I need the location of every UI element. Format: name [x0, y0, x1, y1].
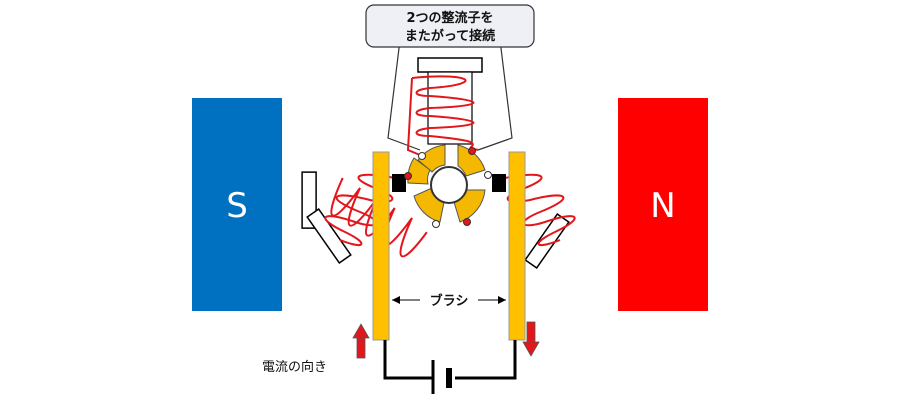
callout-line-2: またがって接続	[405, 28, 495, 44]
right-brush-contact	[492, 174, 506, 192]
shaft	[430, 166, 468, 204]
current-arrow-down	[522, 321, 540, 357]
left-coil-cap	[306, 208, 352, 264]
circuit	[383, 340, 517, 394]
current-direction-label: 電流の向き	[262, 359, 327, 375]
right-coil-cap	[524, 213, 570, 269]
top-coil-cap	[417, 57, 483, 73]
south-pole-label: S	[226, 186, 248, 226]
commutator	[404, 144, 492, 228]
top-coil	[387, 39, 513, 156]
north-pole-label: N	[650, 186, 675, 226]
brush-label-group: ブラシ	[392, 293, 506, 309]
south-magnet-body	[192, 98, 282, 311]
left-brush-contact	[392, 174, 406, 192]
left-coil-winding	[324, 173, 406, 247]
south-magnet: S	[192, 98, 282, 311]
north-magnet-body	[618, 98, 708, 311]
north-magnet: N	[618, 98, 708, 311]
left-brush	[372, 151, 390, 341]
callout-box	[365, 4, 535, 48]
callout: 2つの整流子を またがって接続	[365, 4, 535, 48]
brush-label: ブラシ	[430, 293, 469, 309]
right-coil-winding	[494, 173, 576, 247]
right-brush	[508, 151, 526, 341]
callout-line-1: 2つの整流子を	[406, 10, 493, 26]
current-arrow-up	[352, 323, 370, 359]
